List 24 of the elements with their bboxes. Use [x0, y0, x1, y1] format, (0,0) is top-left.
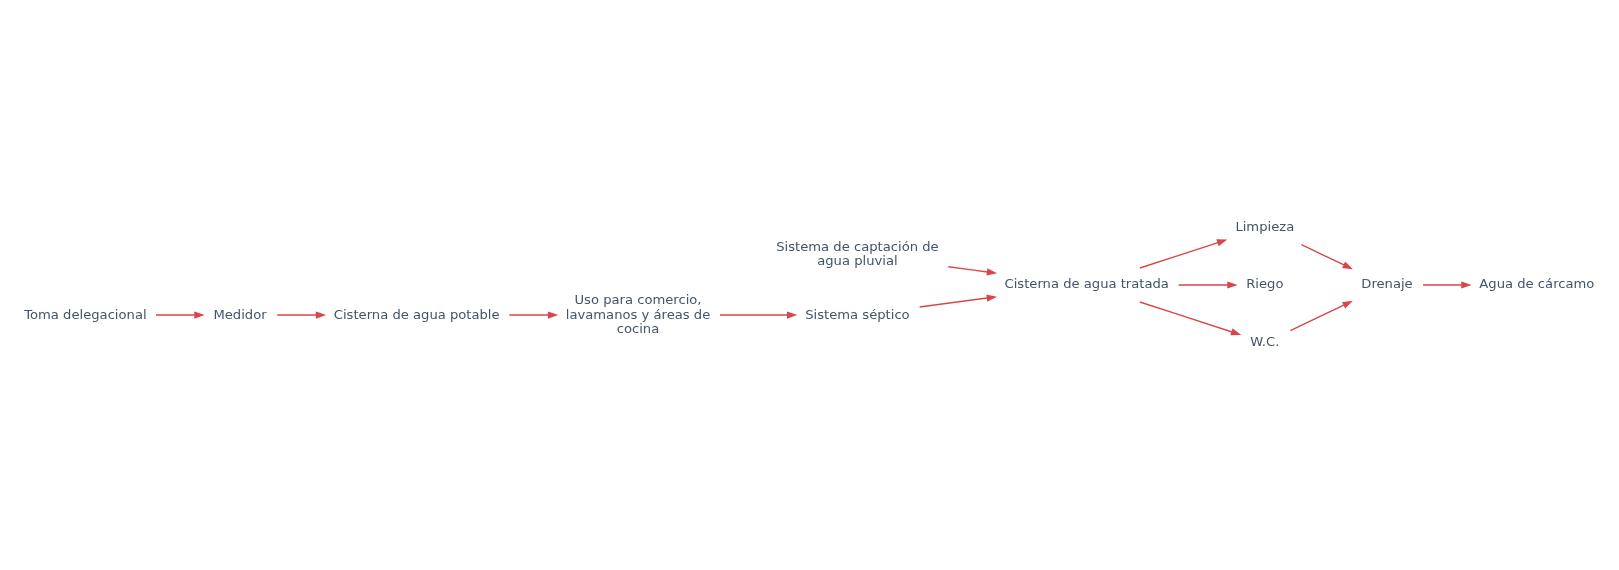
arrow: [918, 294, 998, 308]
arrow: [1139, 239, 1228, 269]
node-text: Uso para comercio, lavamanos y áreas de cocina: [565, 292, 711, 336]
node-text: Toma delegacional: [24, 306, 147, 322]
arrow: [947, 266, 998, 276]
node-text: Cisterna de agua tratada: [1004, 276, 1169, 292]
node-text: Drenaje: [1361, 276, 1413, 292]
arrow: [508, 311, 559, 319]
node-text: Medidor: [213, 306, 267, 322]
arrow: [1300, 244, 1353, 270]
node-text: W.C.: [1250, 333, 1280, 349]
node-text: Cisterna de agua potable: [333, 306, 500, 322]
arrow: [1289, 300, 1353, 332]
arrow: [1139, 301, 1242, 336]
node-text: Agua de cárcamo: [1479, 276, 1595, 292]
node-text: Limpieza: [1235, 219, 1295, 235]
arrow: [1422, 281, 1472, 289]
node-text: Sistema de captación de agua pluvial: [776, 239, 939, 269]
arrow: [1177, 281, 1238, 289]
arrow: [276, 311, 327, 319]
node-text: Riego: [1246, 276, 1284, 292]
arrow: [719, 311, 798, 319]
node-text: Sistema séptico: [805, 306, 910, 322]
arrow: [155, 311, 205, 319]
